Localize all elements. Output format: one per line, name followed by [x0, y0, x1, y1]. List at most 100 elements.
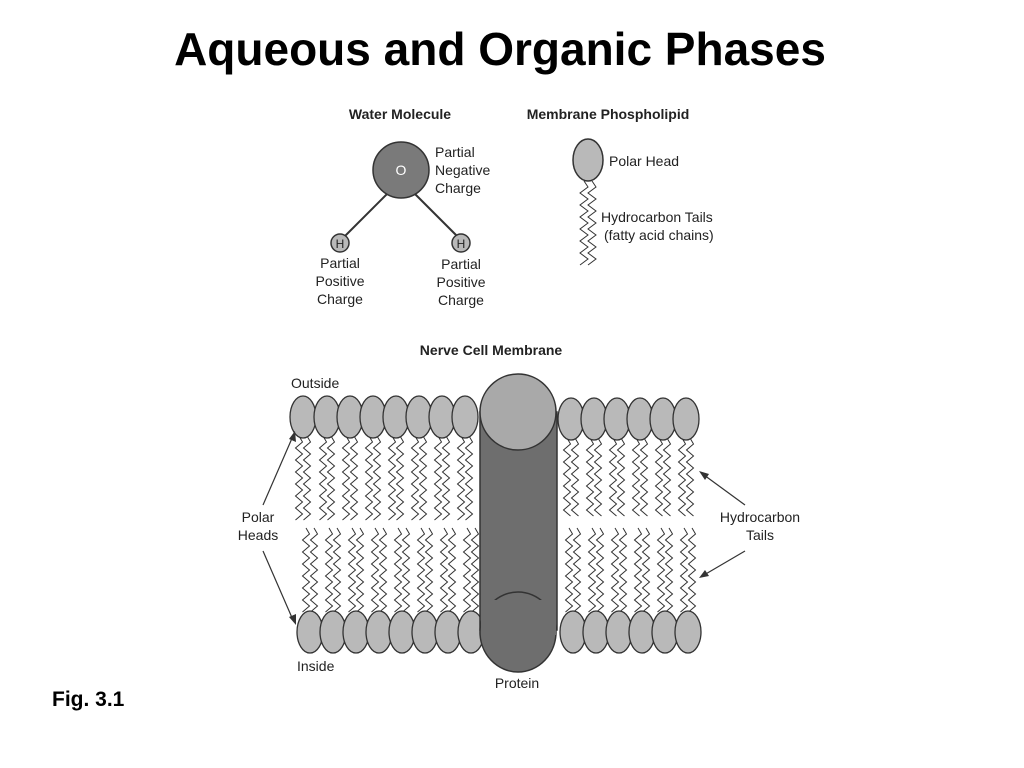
- h-right-charge-label-3: Charge: [438, 292, 484, 308]
- inner-left-tail-5-b: [424, 527, 434, 613]
- h-left-charge-label-3: Charge: [317, 291, 363, 307]
- inner-left-tail-2-b: [355, 527, 365, 613]
- phospholipid-tail-left: [579, 180, 589, 266]
- inner-right-tail-4-b: [664, 527, 674, 613]
- inner-left-tail-5-a: [416, 527, 426, 613]
- inner-right-tail-5-b: [687, 527, 697, 613]
- outer-left-tail-7-b: [464, 435, 474, 521]
- outer-right-polar-head-1: [580, 397, 608, 441]
- inner-right-tail-2-b: [618, 527, 628, 613]
- inner-right-tail-0-b: [572, 527, 582, 613]
- outer-right-polar-head-0: [557, 397, 585, 441]
- hydrogen-atom-right: [451, 233, 471, 253]
- hydrocarbon-tails-label-2: (fatty acid chains): [604, 227, 714, 243]
- outer-left-tail-3-a: [364, 435, 374, 521]
- inner-left-polar-head-3: [365, 610, 393, 654]
- outer-left-tail-1-a: [318, 435, 328, 521]
- outer-right-tail-3-b: [639, 437, 649, 517]
- inner-right-polar-head-0: [559, 610, 587, 654]
- inner-left-tail-2-a: [347, 527, 357, 613]
- inner-right-tail-3-a: [633, 527, 643, 613]
- inner-left-polar-head-5: [411, 610, 439, 654]
- polar-heads-arrow-down: [262, 550, 294, 621]
- outer-left-tail-5-b: [418, 435, 428, 521]
- inner-right-tail-1-b: [595, 527, 605, 613]
- outer-left-tail-6-a: [433, 435, 443, 521]
- inner-left-polar-head-4: [388, 610, 416, 654]
- oh-bond-left: [340, 192, 389, 241]
- inner-left-tail-1-a: [324, 527, 334, 613]
- outer-right-polar-head-3: [626, 397, 654, 441]
- inner-left-tail-0-b: [309, 527, 319, 613]
- inner-left-polar-head-6: [434, 610, 462, 654]
- outer-left-tail-5-a: [410, 435, 420, 521]
- h-left-charge-label-1: Partial: [320, 255, 360, 271]
- polar-heads-label-2: Heads: [238, 527, 278, 543]
- outside-label: Outside: [291, 375, 339, 391]
- inner-right-tail-2-a: [610, 527, 620, 613]
- inner-right-polar-head-4: [651, 610, 679, 654]
- outer-right-tail-0-a: [562, 437, 572, 517]
- hydrogen-symbol-left: H: [336, 237, 345, 251]
- inner-left-polar-head-2: [342, 610, 370, 654]
- outer-left-polar-head-0: [289, 395, 317, 439]
- tails-arrow-down: [703, 550, 746, 576]
- inner-left-polar-head-1: [319, 610, 347, 654]
- outer-right-tail-3-a: [631, 437, 641, 517]
- h-right-charge-label-1: Partial: [441, 256, 481, 272]
- h-left-charge-label-2: Positive: [315, 273, 364, 289]
- oh-bond-right: [413, 192, 462, 241]
- protein-top-cap: [479, 373, 557, 451]
- inner-left-tail-7-a: [462, 527, 472, 613]
- polar-heads-arrowhead-down: [289, 614, 296, 625]
- outer-right-tail-2-a: [608, 437, 618, 517]
- outer-left-polar-head-1: [313, 395, 341, 439]
- outer-right-tail-5-b: [685, 437, 695, 517]
- bilayer-heads: [289, 395, 702, 654]
- inner-left-tail-3-a: [370, 527, 380, 613]
- protein-label: Protein: [495, 675, 539, 691]
- oxygen-charge-label-3: Charge: [435, 180, 481, 196]
- phospholipid-heading: Membrane Phospholipid: [527, 106, 690, 122]
- tails-label-1: Hydrocarbon: [720, 509, 800, 525]
- polar-heads-label-1: Polar: [242, 509, 275, 525]
- inner-left-polar-head-0: [296, 610, 324, 654]
- membrane-heading: Nerve Cell Membrane: [420, 342, 563, 358]
- polar-heads-arrow-up: [262, 435, 294, 506]
- outer-left-tail-4-b: [395, 435, 405, 521]
- bilayer-tails: [294, 435, 697, 613]
- slide-title: Aqueous and Organic Phases: [174, 23, 826, 75]
- outer-left-tail-0-b: [302, 435, 312, 521]
- inner-left-tail-6-a: [439, 527, 449, 613]
- outer-left-tail-2-b: [349, 435, 359, 521]
- inner-right-polar-head-1: [582, 610, 610, 654]
- outer-left-polar-head-2: [336, 395, 364, 439]
- tails-label-2: Tails: [746, 527, 774, 543]
- inner-right-tail-1-a: [587, 527, 597, 613]
- outer-left-tail-7-a: [456, 435, 466, 521]
- inner-left-tail-1-b: [332, 527, 342, 613]
- polar-head-label: Polar Head: [609, 153, 679, 169]
- outer-right-tail-0-b: [570, 437, 580, 517]
- inner-left-tail-7-b: [470, 527, 480, 613]
- inner-left-tail-4-b: [401, 527, 411, 613]
- outer-right-tail-4-b: [662, 437, 672, 517]
- outer-left-tail-6-b: [441, 435, 451, 521]
- outer-right-tail-1-a: [585, 437, 595, 517]
- oxygen-atom: [372, 141, 430, 199]
- tails-arrowhead-down: [699, 570, 709, 578]
- outer-right-polar-head-5: [672, 397, 700, 441]
- tails-arrow-up: [703, 474, 746, 506]
- inner-right-tail-4-a: [656, 527, 666, 613]
- inner-right-tail-0-a: [564, 527, 574, 613]
- outer-left-polar-head-6: [428, 395, 456, 439]
- tails-arrowhead-up: [699, 471, 709, 480]
- inner-right-polar-head-5: [674, 610, 702, 654]
- outer-left-polar-head-7: [451, 395, 479, 439]
- h-right-charge-label-2: Positive: [436, 274, 485, 290]
- polar-heads-arrowhead-up: [289, 431, 296, 442]
- oxygen-charge-label-1: Partial: [435, 144, 475, 160]
- phospholipid-tails: [579, 180, 597, 266]
- outer-left-polar-head-5: [405, 395, 433, 439]
